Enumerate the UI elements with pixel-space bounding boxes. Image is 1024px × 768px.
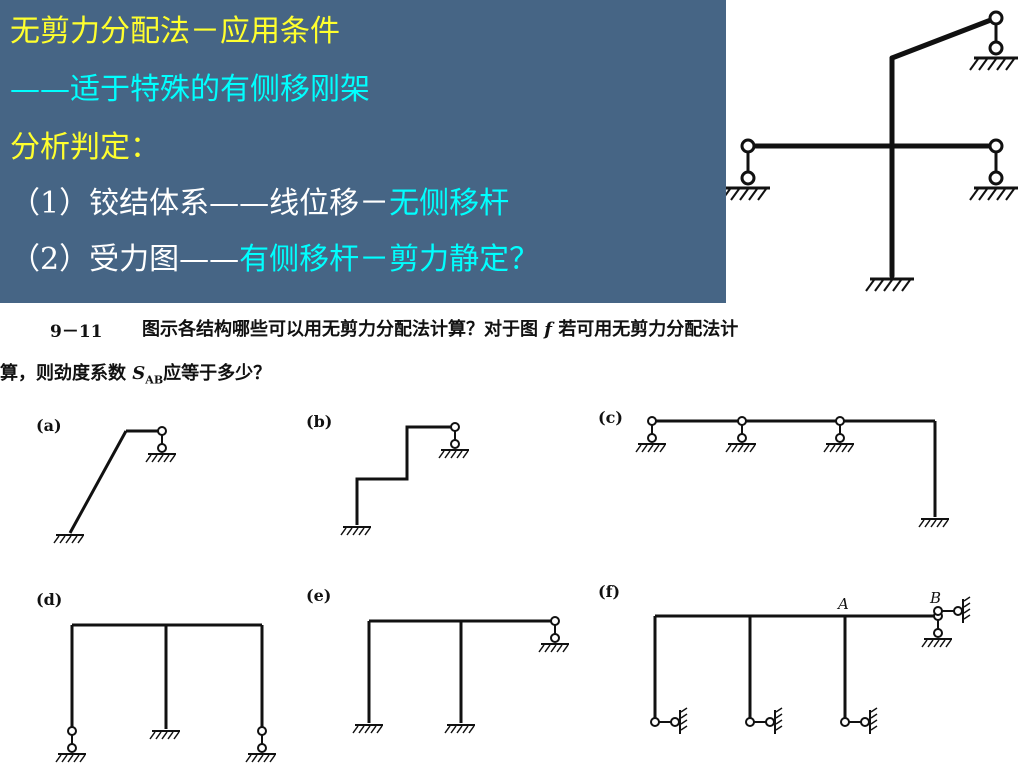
- slide-text-panel: 无剪力分配法－应用条件 ——适于特殊的有侧移刚架 分析判定： （1）铰结体系——…: [0, 0, 726, 303]
- item1-prefix: （1）铰结体系——线位移－: [10, 186, 390, 221]
- hero-top-support: [988, 10, 1004, 56]
- fig-b-label: (b): [306, 412, 332, 431]
- item2-highlight: 有侧移杆－剪力静定？: [239, 242, 540, 277]
- subtitle-text: ——适于特殊的有侧移刚架: [10, 72, 370, 107]
- item1-highlight: 无侧移杆: [389, 186, 510, 221]
- analysis-heading: 分析判定：: [10, 130, 160, 165]
- hero-left-support: [740, 138, 756, 186]
- problem-figures: (a) (b) (c) (d) (e) (f): [36, 408, 1024, 768]
- problem-line1-tail: 若可用无剪力分配法计: [558, 319, 739, 340]
- fig-a-structure: [68, 429, 162, 534]
- point-b-label: B: [929, 589, 941, 607]
- fig-f-label: (f): [598, 582, 620, 601]
- slide-subtitle: ——适于特殊的有侧移刚架: [10, 72, 370, 108]
- slide-title: 无剪力分配法－应用条件: [10, 14, 340, 49]
- problem-italic-f: f: [544, 319, 553, 340]
- problem-section: 9－11 图示各结构哪些可以用无剪力分配法计算？对于图 f 若可用无剪力分配法计…: [0, 303, 1024, 768]
- problem-line-1: 图示各结构哪些可以用无剪力分配法计算？对于图 f 若可用无剪力分配法计: [142, 315, 738, 341]
- stiffness-symbol: S: [132, 363, 146, 384]
- problem-number: 9－11: [50, 322, 103, 342]
- hero-fixed-base: [864, 277, 916, 293]
- fig-d-label: (d): [36, 590, 62, 609]
- hero-inclined-member: [889, 15, 999, 61]
- fig-f-structure: [653, 614, 938, 718]
- fig-a-label: (a): [36, 416, 62, 435]
- analysis-item-1: （1）铰结体系——线位移－无侧移杆: [10, 186, 509, 222]
- point-a-label: A: [836, 595, 849, 613]
- fig-e-label: (e): [306, 586, 331, 605]
- item2-prefix: （2）受力图——: [10, 242, 240, 277]
- fig-c-structure: [652, 419, 937, 517]
- problem-line1-text: 图示各结构哪些可以用无剪力分配法计算？对于图: [142, 319, 538, 340]
- problem-line2-start: 算，则劲度系数: [0, 363, 126, 384]
- fig-c-label: (c): [598, 408, 623, 427]
- problem-line2-end: 应等于多少？: [163, 363, 272, 384]
- fig-b-structure: [355, 425, 455, 525]
- analysis-item-2: （2）受力图——有侧移杆－剪力静定？: [10, 242, 539, 278]
- hero-right-support: [988, 138, 1004, 186]
- stiffness-subscript: AB: [145, 373, 164, 387]
- fig-d-structure: [70, 623, 264, 729]
- fig-e-structure: [367, 619, 555, 723]
- problem-line-2: 算，则劲度系数 SAB应等于多少？: [0, 359, 271, 387]
- hero-frame-diagram: [726, 10, 1020, 293]
